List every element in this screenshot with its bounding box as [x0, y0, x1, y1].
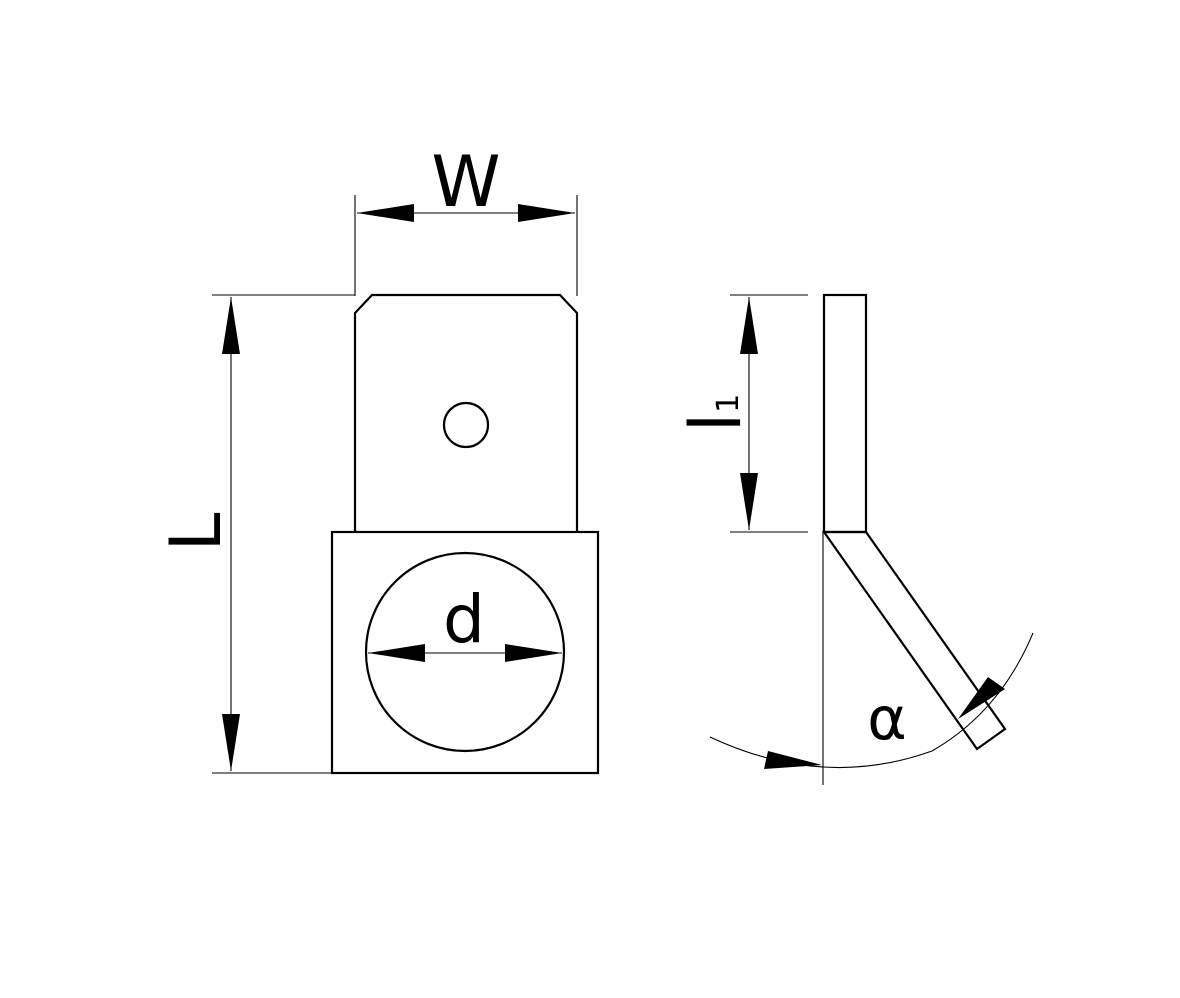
tab-length-letter: l	[675, 413, 757, 432]
diameter-label: d	[443, 581, 485, 658]
front-view	[330, 293, 600, 775]
width-label: W	[431, 141, 500, 223]
side-view	[821, 293, 1007, 785]
angle-dimension: α	[709, 632, 1034, 769]
length-arrow-top	[222, 297, 240, 354]
angle-label: α	[867, 684, 907, 754]
width-dimension: W	[354, 141, 578, 296]
length-dimension: L	[155, 294, 355, 774]
tab-hole	[442, 401, 490, 449]
front-tab-outline	[353, 293, 579, 532]
side-bent-strip	[821, 530, 1007, 751]
width-arrow-left	[357, 204, 414, 222]
angle-arrow-right	[958, 677, 1005, 719]
width-arrow-right	[518, 204, 575, 222]
side-tab-outline	[822, 293, 868, 534]
tab-length-subscript: 1	[711, 394, 746, 413]
tab-length-label: l1	[675, 394, 757, 433]
tab-length-arrow-top	[740, 297, 758, 354]
stud-hole	[364, 551, 566, 753]
length-label: L	[155, 513, 237, 552]
ring-body-outline	[330, 530, 600, 775]
tab-length-dimension: l1	[675, 294, 808, 533]
diameter-arrow-right	[505, 644, 562, 662]
length-arrow-bottom	[222, 714, 240, 771]
diameter-arrow-left	[368, 644, 425, 662]
tab-length-arrow-bottom	[740, 473, 758, 530]
angle-arrow-left	[764, 751, 822, 769]
diameter-dimension: d	[368, 581, 562, 662]
